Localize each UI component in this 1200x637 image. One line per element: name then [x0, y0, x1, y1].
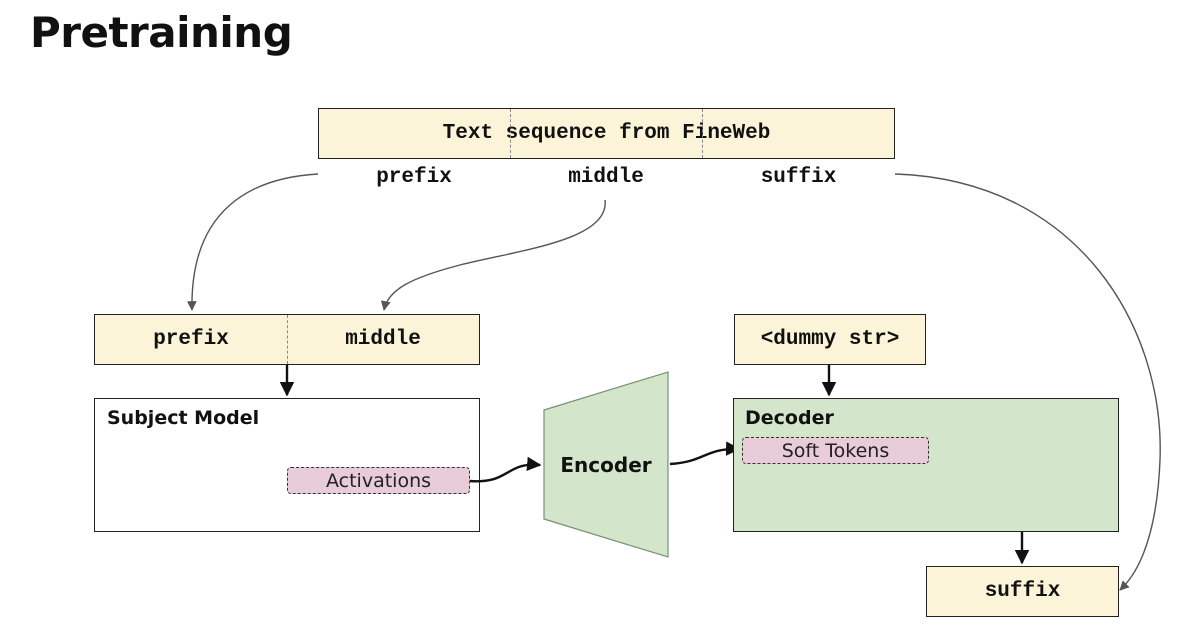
encoder-label: Encoder: [560, 453, 652, 477]
segment-divider: [287, 315, 288, 364]
source-sequence-label: Text sequence from FineWeb: [442, 122, 771, 145]
arrow-encoder-to-soft-tokens: [669, 441, 741, 466]
arrow-middle-to-input: [380, 199, 606, 311]
arrow-prefix-to-input: [186, 173, 319, 311]
arrow-activations-to-encoder: [469, 456, 542, 483]
soft-tokens-chip: Soft Tokens: [742, 437, 929, 464]
input-middle-label: middle: [345, 327, 421, 351]
segment-label-prefix: prefix: [376, 165, 452, 189]
activations-chip: Activations: [287, 467, 470, 494]
arrow-suffix-to-output: [894, 173, 1161, 591]
input-prefix-label: prefix: [153, 327, 229, 351]
segment-label-middle: middle: [568, 165, 644, 189]
input-sequence-box: prefix middle: [94, 314, 480, 365]
output-suffix-box: suffix: [926, 566, 1119, 617]
segment-divider: [702, 109, 703, 158]
subject-model-box: Subject Model Activations: [94, 398, 480, 532]
subject-model-title: Subject Model: [107, 407, 260, 429]
decoder-box: Decoder Soft Tokens: [733, 398, 1119, 532]
segment-divider: [510, 109, 511, 158]
segment-label-suffix: suffix: [760, 165, 837, 189]
encoder-shape: [543, 371, 669, 558]
page-title: Pretraining: [30, 8, 293, 57]
decoder-title: Decoder: [745, 407, 834, 429]
dummy-string-box: <dummy str>: [734, 314, 926, 365]
source-sequence-bar: Text sequence from FineWeb: [318, 108, 895, 159]
